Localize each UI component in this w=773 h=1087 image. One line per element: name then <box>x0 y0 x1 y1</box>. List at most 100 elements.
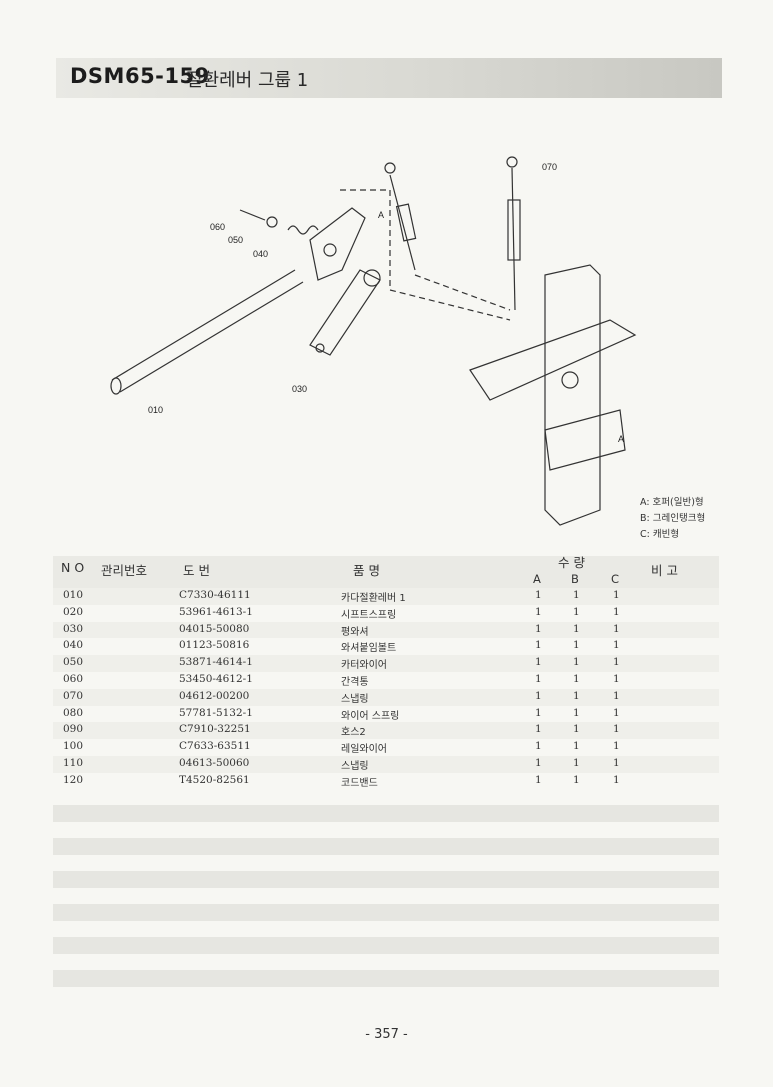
parts-diagram: 060 050 040 070 030 010 A A <box>110 156 637 526</box>
table-body: 010 C7330-46111 카다절환레버 1 1 1 1 020 53961-4613-1… <box>53 588 719 790</box>
table-row: 120 T4520-82561 코드밴드 1 1 1 <box>53 773 719 790</box>
callout-010: 010 <box>148 405 163 415</box>
drawing-no: 57781-5132-1 <box>179 706 253 719</box>
qty-b: 1 <box>573 706 580 719</box>
group-code: DSM65-159 <box>70 64 210 88</box>
col-qty-a: A <box>533 572 541 586</box>
part-no: 040 <box>63 639 84 652</box>
qty-c: 1 <box>613 639 620 652</box>
qty-c: 1 <box>613 656 620 669</box>
part-name: 카다절환레버 1 <box>341 593 406 604</box>
part-no: 070 <box>63 689 84 702</box>
drawing-no: 04612-00200 <box>179 689 250 702</box>
part-name: 스냅링 <box>341 760 369 772</box>
qty-a: 1 <box>535 605 542 618</box>
legend-item: C: 캐빈형 <box>640 529 680 540</box>
legend-item: B: 그레인탱크형 <box>640 513 706 524</box>
qty-c: 1 <box>613 706 620 719</box>
qty-c: 1 <box>613 773 620 786</box>
qty-a: 1 <box>535 773 542 786</box>
variant-legend: A: 호퍼(일반)형 B: 그레인탱크형 C: 캐빈형 <box>640 495 770 543</box>
col-qty-c: C <box>611 572 620 586</box>
drawing-no: T4520-82561 <box>179 773 250 786</box>
table-header: N O 관리번호 도 번 품 명 수 량 A B C 비 고 <box>53 555 719 588</box>
qty-c: 1 <box>613 740 620 753</box>
qty-b: 1 <box>573 672 580 685</box>
arm-030 <box>309 269 381 356</box>
drawing-no: 53961-4613-1 <box>179 605 253 618</box>
qty-b: 1 <box>573 589 580 601</box>
qty-a: 1 <box>535 639 542 652</box>
part-name: 레일와이어 <box>341 744 387 756</box>
group-title: 절환레버 그룹 1 <box>186 70 309 91</box>
col-name: 품 명 <box>353 563 380 578</box>
empty-row <box>53 838 719 855</box>
qty-a: 1 <box>535 756 542 769</box>
drawing-no: C7633-63511 <box>179 740 251 753</box>
callout-030: 030 <box>292 384 307 394</box>
qty-b: 1 <box>573 605 580 618</box>
qty-c: 1 <box>613 589 620 601</box>
shaft-010 <box>111 269 296 381</box>
qty-a: 1 <box>535 622 542 635</box>
spring-040 <box>287 225 319 235</box>
view-marker-a-upper: A <box>378 210 384 220</box>
qty-b: 1 <box>573 656 580 669</box>
col-no: N O <box>61 560 85 575</box>
qty-b: 1 <box>573 773 580 786</box>
part-name: 스냅링 <box>341 693 369 705</box>
drawing-no: 01123-50816 <box>179 639 250 652</box>
drawing-no: 53871-4614-1 <box>179 656 253 669</box>
drawing-no: 04613-50060 <box>179 756 250 769</box>
drawing-no: 04015-50080 <box>179 622 250 635</box>
part-no: 120 <box>63 773 84 786</box>
qty-b: 1 <box>573 689 580 702</box>
callout-060: 060 <box>210 222 225 232</box>
part-no: 020 <box>63 605 84 618</box>
page-header: DSM65-159 절환레버 그룹 1 <box>56 58 722 98</box>
col-drawing: 도 번 <box>183 563 210 578</box>
qty-b: 1 <box>573 723 580 736</box>
cable-070 <box>511 167 516 311</box>
part-name: 평와셔 <box>341 626 369 638</box>
qty-c: 1 <box>613 689 620 702</box>
empty-row <box>53 937 719 954</box>
qty-b: 1 <box>573 740 580 753</box>
qty-b: 1 <box>573 756 580 769</box>
part-name: 카터와이어 <box>341 660 387 672</box>
callout-070: 070 <box>542 162 557 172</box>
empty-row <box>53 871 719 888</box>
drawing-no: C7330-46111 <box>179 589 251 601</box>
part-name: 간격통 <box>341 676 369 688</box>
part-name: 코드밴드 <box>341 777 378 789</box>
qty-c: 1 <box>613 756 620 769</box>
part-no: 010 <box>63 589 84 601</box>
part-name: 와셔붙임볼트 <box>341 643 397 655</box>
col-mgmt: 관리번호 <box>101 563 148 578</box>
qty-a: 1 <box>535 723 542 736</box>
callout-040: 040 <box>253 249 268 259</box>
table-row: 010 C7330-46111 카다절환레버 1 1 1 1 <box>53 588 719 605</box>
callout-050: 050 <box>228 235 243 245</box>
part-no: 080 <box>63 706 84 719</box>
col-qty: 수 량 <box>558 555 585 570</box>
parts-table: N O 관리번호 도 번 품 명 수 량 A B C 비 고 010 C7330-… <box>53 555 719 790</box>
col-remark: 비 고 <box>651 563 678 578</box>
qty-a: 1 <box>535 656 542 669</box>
empty-row <box>53 970 719 987</box>
qty-c: 1 <box>613 605 620 618</box>
drawing-no: 53450-4612-1 <box>179 672 253 685</box>
qty-a: 1 <box>535 740 542 753</box>
qty-a: 1 <box>535 589 542 601</box>
page-number: - 357 - <box>365 1027 408 1042</box>
frame-bracket <box>544 264 601 526</box>
